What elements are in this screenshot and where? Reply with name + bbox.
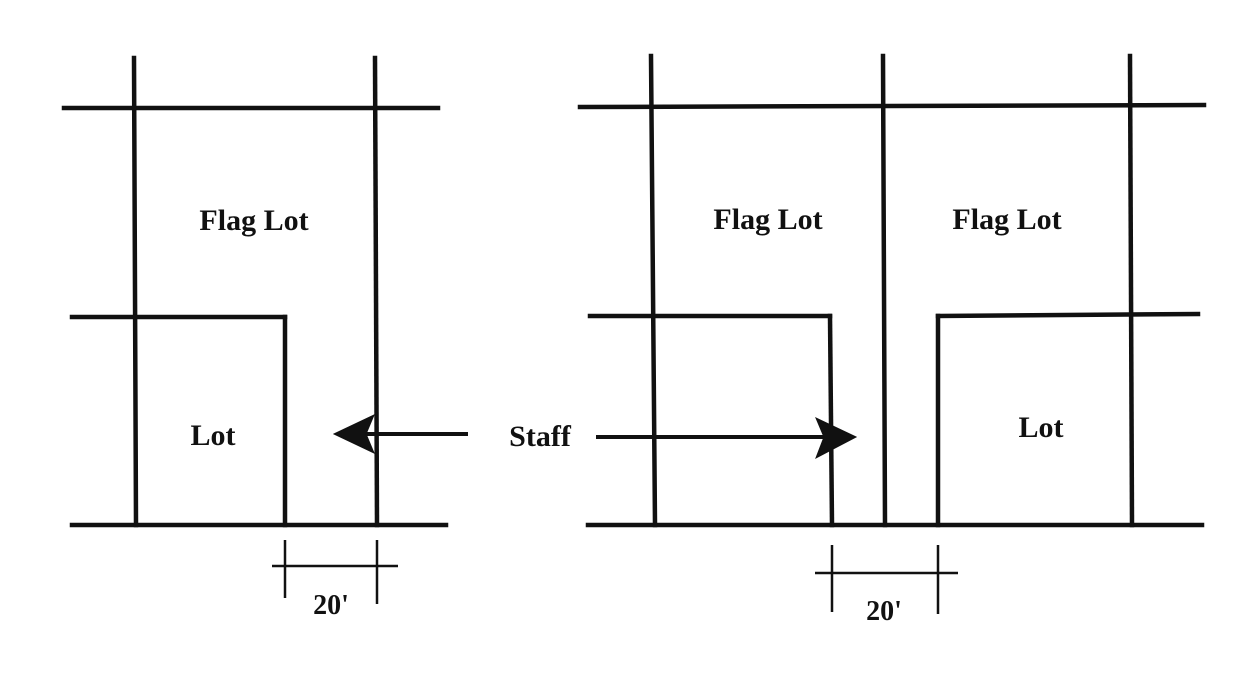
left-west-boundary	[131, 55, 139, 528]
left-dimension-label: 20'	[313, 590, 349, 621]
right-flag-lot-right-label: Flag Lot	[952, 203, 1061, 236]
right-lot-label: Lot	[1019, 411, 1064, 444]
left-flag-lot-label: Flag Lot	[199, 204, 308, 237]
right-east-boundary	[1127, 53, 1135, 528]
right-flag-lot-left-label: Flag Lot	[713, 203, 822, 236]
right-staff-arrow	[596, 416, 858, 460]
right-dimension-20ft: 20'	[815, 545, 958, 627]
right-west-boundary	[648, 53, 658, 528]
left-dimension-20ft: 20'	[272, 540, 398, 621]
left-staff-arrow	[332, 413, 468, 455]
left-arrow-head	[332, 413, 375, 455]
right-top-street-line	[577, 102, 1207, 110]
left-lot-label: Lot	[191, 419, 236, 452]
left-east-boundary	[372, 55, 380, 528]
right-right-lot-top-boundary	[935, 311, 1201, 319]
right-diagram: 20' Flag Lot Flag Lot Lot	[577, 53, 1207, 627]
left-diagram: 20' Flag Lot Lot	[61, 55, 468, 621]
right-center-boundary	[880, 53, 888, 528]
right-left-lot-east-boundary	[827, 313, 835, 528]
right-dimension-label: 20'	[866, 596, 902, 627]
right-arrow-head	[815, 416, 858, 460]
staff-label: Staff	[509, 420, 572, 453]
